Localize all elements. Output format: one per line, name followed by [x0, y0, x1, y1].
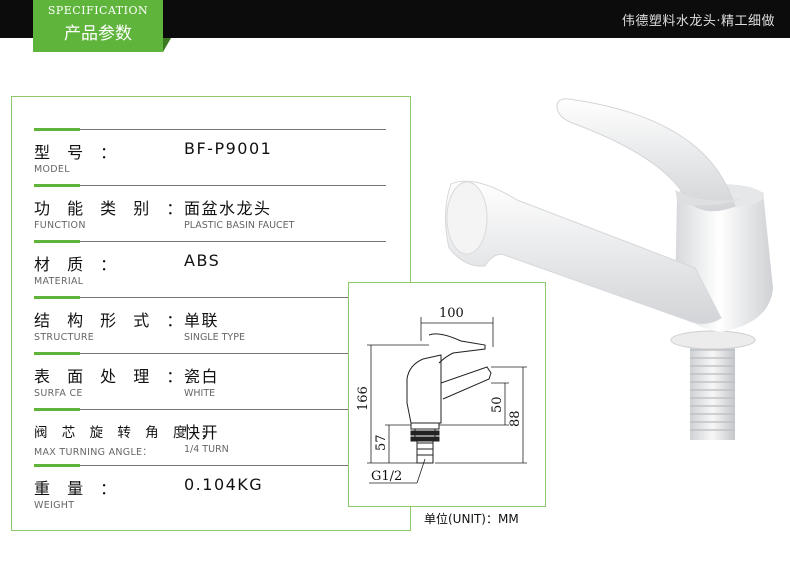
spec-label-english: FUNCTION — [34, 220, 86, 231]
unit-label: 单位(UNIT)：MM — [424, 512, 519, 526]
spec-label-english: WEIGHT — [34, 500, 75, 511]
spec-row-model: 型 号 ： MODEL BF-P9001 — [34, 129, 394, 185]
row-accent — [34, 128, 80, 131]
spec-value: BF-P9001 — [184, 139, 273, 158]
spec-label-english: SURFA CE — [34, 388, 83, 399]
spec-value-english: PLASTIC BASIN FAUCET — [184, 220, 295, 231]
row-accent — [34, 352, 80, 355]
row-divider — [34, 465, 386, 466]
spec-label-english: MATERIAL — [34, 276, 84, 287]
row-divider — [34, 353, 386, 354]
spec-row-surface: 表 面 处 理 ： SURFA CE 瓷白 WHITE — [34, 353, 394, 409]
spec-value-english: SINGLE TYPE — [184, 332, 245, 343]
dim-width: 100 — [439, 306, 464, 321]
spec-label-english: MODEL — [34, 164, 70, 175]
dim-spout-height: 50 — [490, 396, 505, 413]
spec-label: 型 号 ： — [34, 143, 123, 162]
row-accent — [34, 464, 80, 467]
row-divider — [34, 241, 386, 242]
dim-base-height: 57 — [374, 434, 389, 451]
section-tag-english: SPECIFICATION — [47, 4, 149, 17]
spec-value-english: 1/4 TURN — [184, 444, 229, 455]
spec-row-weight: 重 量 ： WEIGHT 0.104KG — [34, 465, 394, 521]
spec-row-material: 材 质 ： MATERIAL ABS — [34, 241, 394, 297]
spec-label: 表 面 处 理 ： — [34, 367, 189, 386]
spec-value-english: WHITE — [184, 388, 216, 399]
row-accent — [34, 240, 80, 243]
dimension-drawing: 100 166 57 50 88 G1/2 — [356, 306, 527, 484]
spec-label: 结 构 形 式 ： — [34, 311, 189, 330]
section-tag: SPECIFICATION 产品参数 — [33, 0, 163, 52]
spec-label: 材 质 ： — [34, 255, 123, 274]
dimension-diagram: 100 166 57 50 88 G1/2 — [348, 282, 546, 507]
row-divider — [34, 409, 386, 410]
spec-label: 重 量 ： — [34, 479, 123, 498]
dim-thread: G1/2 — [371, 469, 402, 484]
row-divider — [34, 129, 386, 130]
spec-value: 面盆水龙头 — [184, 199, 272, 218]
row-accent — [34, 408, 80, 411]
spec-label: 阀 芯 旋 转 角 度 ： — [34, 425, 220, 441]
row-accent — [34, 184, 80, 187]
spec-row-function: 功 能 类 别 ： FUNCTION 面盆水龙头 PLASTIC BASIN F… — [34, 185, 394, 241]
spec-value: 0.104KG — [184, 475, 264, 494]
dim-body-height: 88 — [508, 410, 523, 427]
faucet-product-image — [444, 98, 773, 440]
spec-value: ABS — [184, 251, 221, 270]
row-divider — [34, 185, 386, 186]
spec-label-english: STRUCTURE — [34, 332, 95, 343]
spec-label-english: MAX TURNING ANGLE： — [34, 447, 153, 458]
row-accent — [34, 296, 80, 299]
dim-total-height: 166 — [356, 386, 371, 411]
spec-value: 快开 — [184, 423, 220, 442]
row-divider — [34, 297, 386, 298]
section-tag-chinese: 产品参数 — [64, 24, 132, 44]
tag-fold — [163, 38, 171, 52]
spec-label: 功 能 类 别 ： — [34, 199, 189, 218]
brand-slogan: 伟德塑料水龙头·精工细做 — [621, 14, 775, 29]
spec-value: 单联 — [184, 311, 220, 330]
spec-value: 瓷白 — [184, 367, 220, 386]
spec-table: 型 号 ： MODEL BF-P9001 功 能 类 别 ： FUNCTION … — [11, 96, 411, 531]
spec-row-turning-angle: 阀 芯 旋 转 角 度 ： MAX TURNING ANGLE： 快开 1/4 … — [34, 409, 394, 465]
spec-row-structure: 结 构 形 式 ： STRUCTURE 单联 SINGLE TYPE — [34, 297, 394, 353]
